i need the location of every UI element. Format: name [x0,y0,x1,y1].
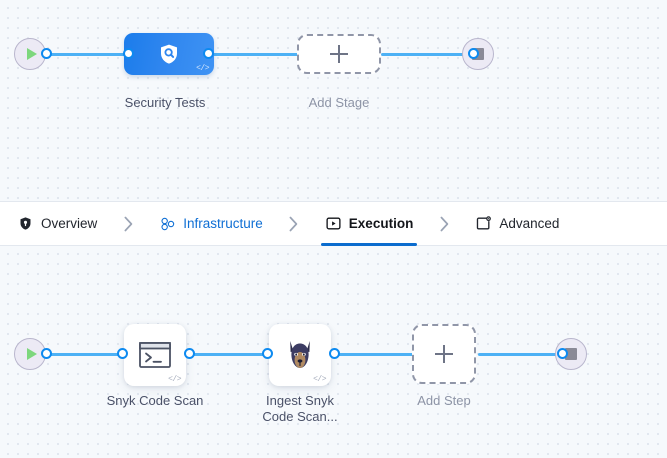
tab-infrastructure-label: Infrastructure [183,216,263,231]
tab-advanced-label: Advanced [499,216,560,231]
tab-overview[interactable]: Overview [13,202,101,245]
pipeline-tab-bar: Overview Infrastructure [0,201,667,246]
shield-icon [17,215,34,232]
port-security-tests-out[interactable] [203,48,214,59]
pipeline-start-node[interactable] [14,38,46,70]
tab-separator-2 [267,202,321,245]
stage-graph-canvas[interactable]: </> Security Tests Add Stage [0,0,667,201]
shield-search-icon [157,42,181,66]
port-ingest-snyk-in[interactable] [262,348,273,359]
edge-ingest-to-add-step [334,353,418,356]
tab-execution-label: Execution [348,216,414,231]
port-start-out[interactable] [41,48,52,59]
tab-advanced[interactable]: Advanced [471,202,563,245]
port-snyk-code-scan-in[interactable] [117,348,128,359]
snyk-doberman-icon [285,339,315,371]
edge-snyk-code-scan-to-ingest [190,353,272,356]
port-end-in[interactable] [468,48,479,59]
port-security-tests-in[interactable] [123,48,134,59]
edge-start-to-snyk-code-scan [47,353,129,356]
stop-icon [565,348,577,360]
cluster-nodes-icon [159,215,176,232]
edge-add-stage-to-end [381,53,473,56]
step-node-snyk-code-scan[interactable]: </> [124,324,186,386]
add-step-node[interactable] [412,324,476,384]
chevron-right-icon [440,216,449,231]
plus-icon [435,345,453,363]
play-icon [26,48,37,60]
tab-overview-label: Overview [41,216,98,231]
edge-add-step-to-end [478,353,562,356]
port-snyk-code-scan-out[interactable] [184,348,195,359]
stage-label-add-stage: Add Stage [308,95,370,110]
code-badge-icon: </> [196,64,209,73]
port-exec-start-out[interactable] [41,348,52,359]
stage-node-security-tests[interactable]: </> [124,33,214,75]
play-icon [26,348,37,360]
edge-start-to-security-tests [47,53,129,56]
chevron-right-icon [124,216,133,231]
add-stage-node[interactable] [297,34,381,74]
tab-infrastructure[interactable]: Infrastructure [155,202,267,245]
tab-separator-1 [101,202,155,245]
step-label-line1: Ingest Snyk [266,393,334,408]
tab-execution-active-underline [320,243,418,246]
stage-label-security-tests: Security Tests [124,95,206,110]
step-label-line2: Code Scan... [262,409,338,424]
step-label-add-step: Add Step [417,393,471,408]
step-node-ingest-snyk-code-scan[interactable]: </> [269,324,331,386]
plus-icon [330,45,348,63]
step-label-ingest-snyk-code-scan: Ingest Snyk Code Scan... [240,393,360,425]
terminal-icon [138,340,172,370]
port-ingest-snyk-out[interactable] [329,348,340,359]
chevron-right-icon [289,216,298,231]
tab-execution[interactable]: Execution [320,202,418,246]
settings-box-icon [475,215,492,232]
edge-security-tests-to-add-stage [209,53,304,56]
play-box-icon [325,215,342,232]
step-label-snyk-code-scan: Snyk Code Scan [106,393,204,408]
step-graph-canvas[interactable]: </> Snyk Code Scan </> [0,246,667,458]
code-badge-icon: </> [168,375,181,384]
code-badge-icon: </> [313,375,326,384]
port-exec-end-in[interactable] [557,348,568,359]
tab-separator-3 [417,202,471,245]
